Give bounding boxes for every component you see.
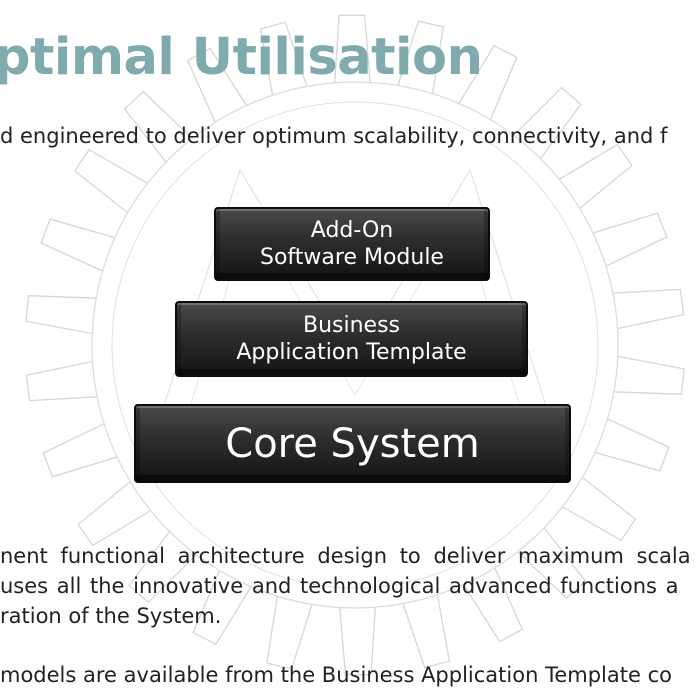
addon-block-line-2: Software Module <box>260 245 444 270</box>
body-text-line-4: models are available from the Business A… <box>0 663 672 687</box>
gear-tooth-outline <box>25 14 685 676</box>
addon-software-module-block: Add-On Software Module <box>214 207 490 281</box>
core-block-label: Core System <box>225 420 480 467</box>
business-application-template-block: Business Application Template <box>175 301 528 377</box>
core-system-block: Core System <box>134 404 571 483</box>
body-text-line-2: uses all the innovative and technologica… <box>0 574 679 598</box>
page-title: ptimal Utilisation <box>0 28 483 87</box>
business-block-line-1: Business <box>302 313 400 338</box>
business-block-line-2: Application Template <box>236 340 467 365</box>
watermark-outer-ring <box>91 81 619 609</box>
body-text-line-1: nent functional architecture design to d… <box>0 544 691 568</box>
watermark-inner-ring <box>111 101 599 589</box>
intro-text: d engineered to deliver optimum scalabil… <box>0 124 668 148</box>
body-text-line-3: ration of the System. <box>0 604 222 628</box>
addon-block-line-1: Add-On <box>310 218 394 243</box>
watermark-letter-m-inner <box>169 213 541 471</box>
